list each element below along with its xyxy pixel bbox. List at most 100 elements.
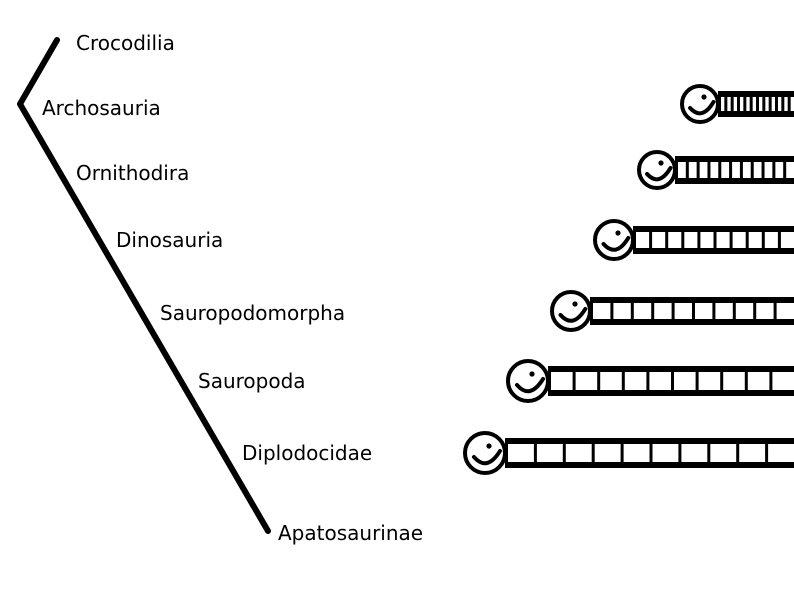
neck-vertebra (776, 303, 794, 319)
neck-vertebra (652, 232, 666, 248)
eye-dot (572, 301, 578, 307)
neck-vertebra (700, 232, 714, 248)
neck-vertebra (732, 232, 746, 248)
neck-vertebra (698, 372, 721, 390)
neck-vertebra (721, 97, 725, 111)
neck-vertebra (765, 97, 769, 111)
eye-dot (701, 94, 707, 100)
neck-vertebra (727, 97, 731, 111)
neck-vertebra (723, 372, 745, 390)
neck-vertebra (780, 232, 794, 248)
neck-figures (463, 84, 794, 475)
smile-mouth (515, 377, 545, 394)
smile-mouth (558, 307, 588, 323)
neck-vertebra (772, 372, 794, 390)
neck-vertebra (668, 232, 682, 248)
neck-vertebra (684, 232, 698, 248)
neck-vertebra (674, 303, 692, 319)
taxon-label-apatosaurinae: Apatosaurinae (278, 521, 423, 545)
neck-vertebra (771, 97, 775, 111)
neck-figure (463, 431, 794, 475)
neck-vertebra (752, 97, 756, 111)
neck-vertebra (768, 444, 794, 462)
neck-figure (506, 359, 794, 403)
neck-figure (550, 290, 794, 332)
eye-dot (529, 371, 535, 377)
neck-vertebra (753, 162, 762, 178)
neck-vertebra (735, 303, 754, 319)
neck-vertebra (764, 232, 778, 248)
neck-vertebra (715, 303, 733, 319)
smile-mouth (472, 449, 502, 466)
neck-figure (680, 84, 794, 124)
neck-vertebra (790, 97, 794, 111)
neck-vertebra (624, 372, 647, 390)
neck-vertebra (636, 232, 650, 248)
smile-mouth (645, 166, 673, 182)
neck-vertebra (764, 162, 773, 178)
neck-vertebra (699, 162, 708, 178)
neck-vertebra (633, 303, 652, 319)
smile-mouth (688, 100, 716, 116)
neck-vertebra (756, 303, 774, 319)
cladogram-tree (17, 37, 271, 534)
eye-dot (486, 443, 492, 449)
taxon-label-sauropodomorpha: Sauropodomorpha (160, 301, 345, 325)
taxon-labels: Crocodilia Archosauria Ornithodira Dinos… (42, 31, 423, 545)
neck-vertebra (654, 303, 672, 319)
taxon-label-archosauria: Archosauria (42, 96, 161, 120)
neck-vertebra (748, 232, 762, 248)
taxon-label-dinosauria: Dinosauria (116, 228, 223, 252)
taxon-label-ornithodira: Ornithodira (76, 161, 189, 185)
neck-vertebra (593, 303, 611, 319)
eye-dot (615, 230, 621, 236)
head-circle (506, 359, 550, 403)
neck-vertebra (739, 444, 766, 462)
neck-vertebra (740, 97, 744, 111)
neck-vertebra (732, 162, 740, 178)
neck-figure (593, 219, 794, 261)
neck-vertebra (600, 372, 622, 390)
neck-vertebra (747, 372, 770, 390)
taxon-label-sauropoda: Sauropoda (198, 369, 306, 393)
neck-vertebra (742, 162, 751, 178)
taxon-label-crocodilia: Crocodilia (76, 31, 175, 55)
neck-vertebra (536, 444, 563, 462)
head-circle (593, 219, 635, 261)
tree-branch-main (17, 37, 271, 534)
neck-vertebra (594, 444, 621, 462)
neck-vertebra (688, 162, 697, 178)
neck-vertebra (716, 232, 730, 248)
neck-vertebra (775, 162, 784, 178)
taxon-label-diplodocidae: Diplodocidae (242, 441, 372, 465)
neck-vertebra (575, 372, 598, 390)
neck-vertebra (710, 444, 737, 462)
neck-vertebra (784, 97, 788, 111)
neck-vertebra (674, 372, 696, 390)
neck-vertebra (710, 162, 719, 178)
neck-vertebra (652, 444, 679, 462)
head-circle (680, 84, 720, 124)
neck-vertebra (678, 162, 686, 178)
neck-vertebra (508, 444, 534, 462)
neck-vertebra (613, 303, 631, 319)
neck-vertebra (759, 97, 763, 111)
eye-dot (658, 160, 664, 166)
smile-mouth (601, 236, 631, 252)
head-circle (550, 290, 592, 332)
neck-vertebra (681, 444, 708, 462)
head-circle (463, 431, 507, 475)
neck-vertebra (721, 162, 730, 178)
neck-vertebra (778, 97, 782, 111)
neck-vertebra (786, 162, 794, 178)
neck-vertebra (623, 444, 650, 462)
neck-vertebra (565, 444, 592, 462)
neck-vertebra (649, 372, 671, 390)
neck-vertebra (551, 372, 573, 390)
neck-vertebra (746, 97, 750, 111)
neck-figure (637, 150, 794, 190)
head-circle (637, 150, 677, 190)
neck-vertebra (733, 97, 737, 111)
neck-vertebra (695, 303, 713, 319)
